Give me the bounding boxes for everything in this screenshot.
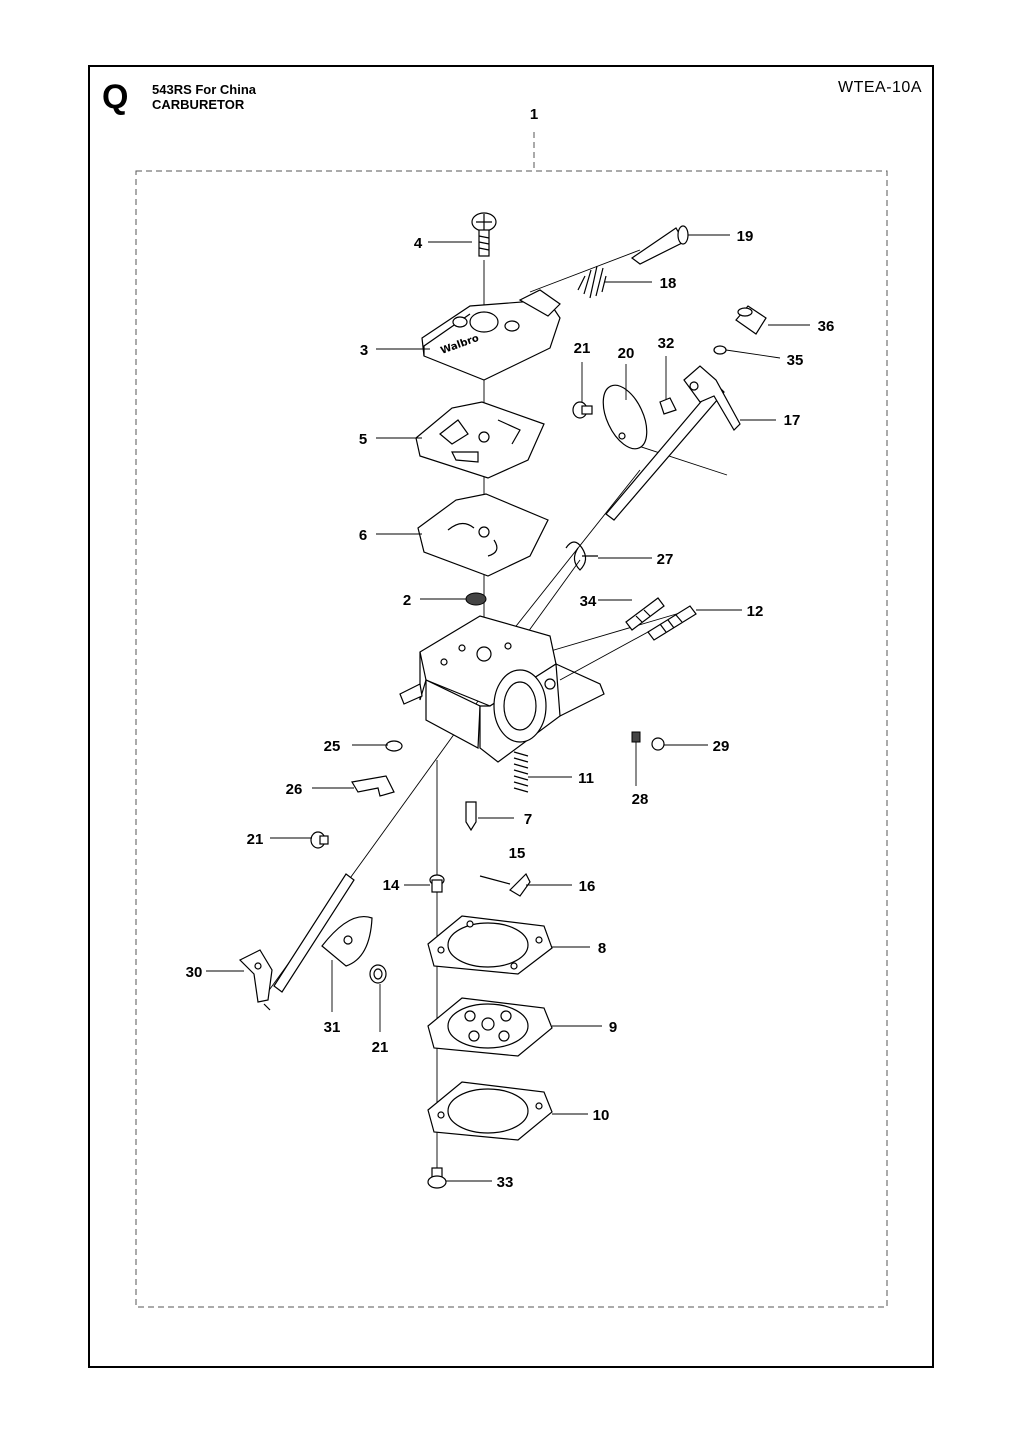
part-12-needle	[647, 605, 697, 641]
part-32-clip	[659, 397, 677, 415]
callout-29: 29	[713, 738, 730, 755]
callout-4: 4	[414, 235, 423, 252]
part-7-inlet-needle	[465, 801, 477, 832]
drawing-code: WTEA-10A	[837, 79, 922, 96]
assembly-dashed-box	[135, 170, 888, 1308]
carburetor-body	[399, 615, 605, 763]
callout-6: 6	[359, 527, 367, 544]
part-20-throttle-plate	[602, 384, 648, 450]
callout-11: 11	[578, 770, 594, 787]
callout-20: 20	[618, 345, 635, 362]
callout-27: 27	[657, 551, 674, 568]
part-25-clip	[385, 740, 403, 752]
callout-7: 7	[524, 811, 532, 828]
part-14-screw	[429, 874, 445, 893]
part-17-throttle-shaft	[605, 365, 741, 521]
callout-28: 28	[632, 791, 649, 808]
callout-5: 5	[359, 431, 367, 448]
part-33-screw	[427, 1167, 447, 1189]
callout-17: 17	[784, 412, 801, 429]
part-11-spring	[513, 751, 529, 793]
callout-12: 12	[747, 603, 764, 620]
part-19-plunger	[630, 225, 689, 265]
part-5-gasket	[415, 401, 545, 479]
part-2-screen	[465, 592, 487, 606]
callout-16: 16	[579, 878, 596, 895]
callout-14: 14	[383, 877, 400, 894]
callout-2: 2	[403, 592, 411, 609]
callout-30: 30	[186, 964, 203, 981]
callout-19: 19	[737, 228, 754, 245]
part-36-cap	[735, 305, 767, 335]
callout-15: 15	[509, 845, 526, 862]
callout-26: 26	[286, 781, 303, 798]
part-3-pump-cover: Walbro	[421, 289, 561, 381]
part-10-gasket	[427, 1081, 553, 1141]
part-16-lever	[509, 872, 531, 897]
callout-21-left: 21	[247, 831, 264, 848]
callout-25: 25	[324, 738, 341, 755]
part-34-needle	[625, 597, 665, 631]
callout-9: 9	[609, 1019, 617, 1036]
callout-35: 35	[787, 352, 804, 369]
part-21-screw-lower	[369, 964, 387, 984]
callout-labels: 1 4 19 18 3 36 35 21 20 32 17 5 6 27 2 3…	[186, 106, 835, 1191]
part-9-diaphragm	[427, 997, 553, 1057]
callout-1: 1	[530, 106, 538, 123]
part-29-ball	[651, 737, 665, 751]
part-30-choke-shaft	[238, 873, 355, 1011]
part-21-screw-left	[310, 831, 329, 849]
part-18-spring	[577, 265, 607, 299]
callout-36: 36	[818, 318, 835, 335]
callout-33: 33	[497, 1174, 514, 1191]
part-26-lever	[351, 775, 395, 797]
callout-32: 32	[658, 335, 675, 352]
callout-34: 34	[580, 593, 597, 610]
part-21-screw-upper	[572, 401, 593, 419]
callout-21-lower: 21	[372, 1039, 389, 1056]
callout-leaders	[206, 234, 810, 1182]
callout-18: 18	[660, 275, 677, 292]
callout-21-upper: 21	[574, 340, 591, 357]
part-35-washer	[713, 345, 727, 355]
part-31-choke-plate	[321, 916, 373, 967]
page-frame	[88, 65, 934, 1368]
part-6-diaphragm	[417, 493, 549, 577]
part-4-screw	[471, 212, 497, 257]
model-label: 543RS For China	[152, 82, 257, 97]
callout-31: 31	[324, 1019, 341, 1036]
diagram-title: CARBURETOR	[152, 97, 245, 112]
callout-8: 8	[598, 940, 606, 957]
part-15-pin	[479, 875, 511, 885]
part-8-gasket	[427, 915, 553, 975]
part-28-spring	[631, 731, 641, 743]
section-letter: Q	[102, 78, 129, 116]
callout-10: 10	[593, 1107, 610, 1124]
part-27-spring	[565, 541, 598, 571]
callout-3: 3	[360, 342, 368, 359]
